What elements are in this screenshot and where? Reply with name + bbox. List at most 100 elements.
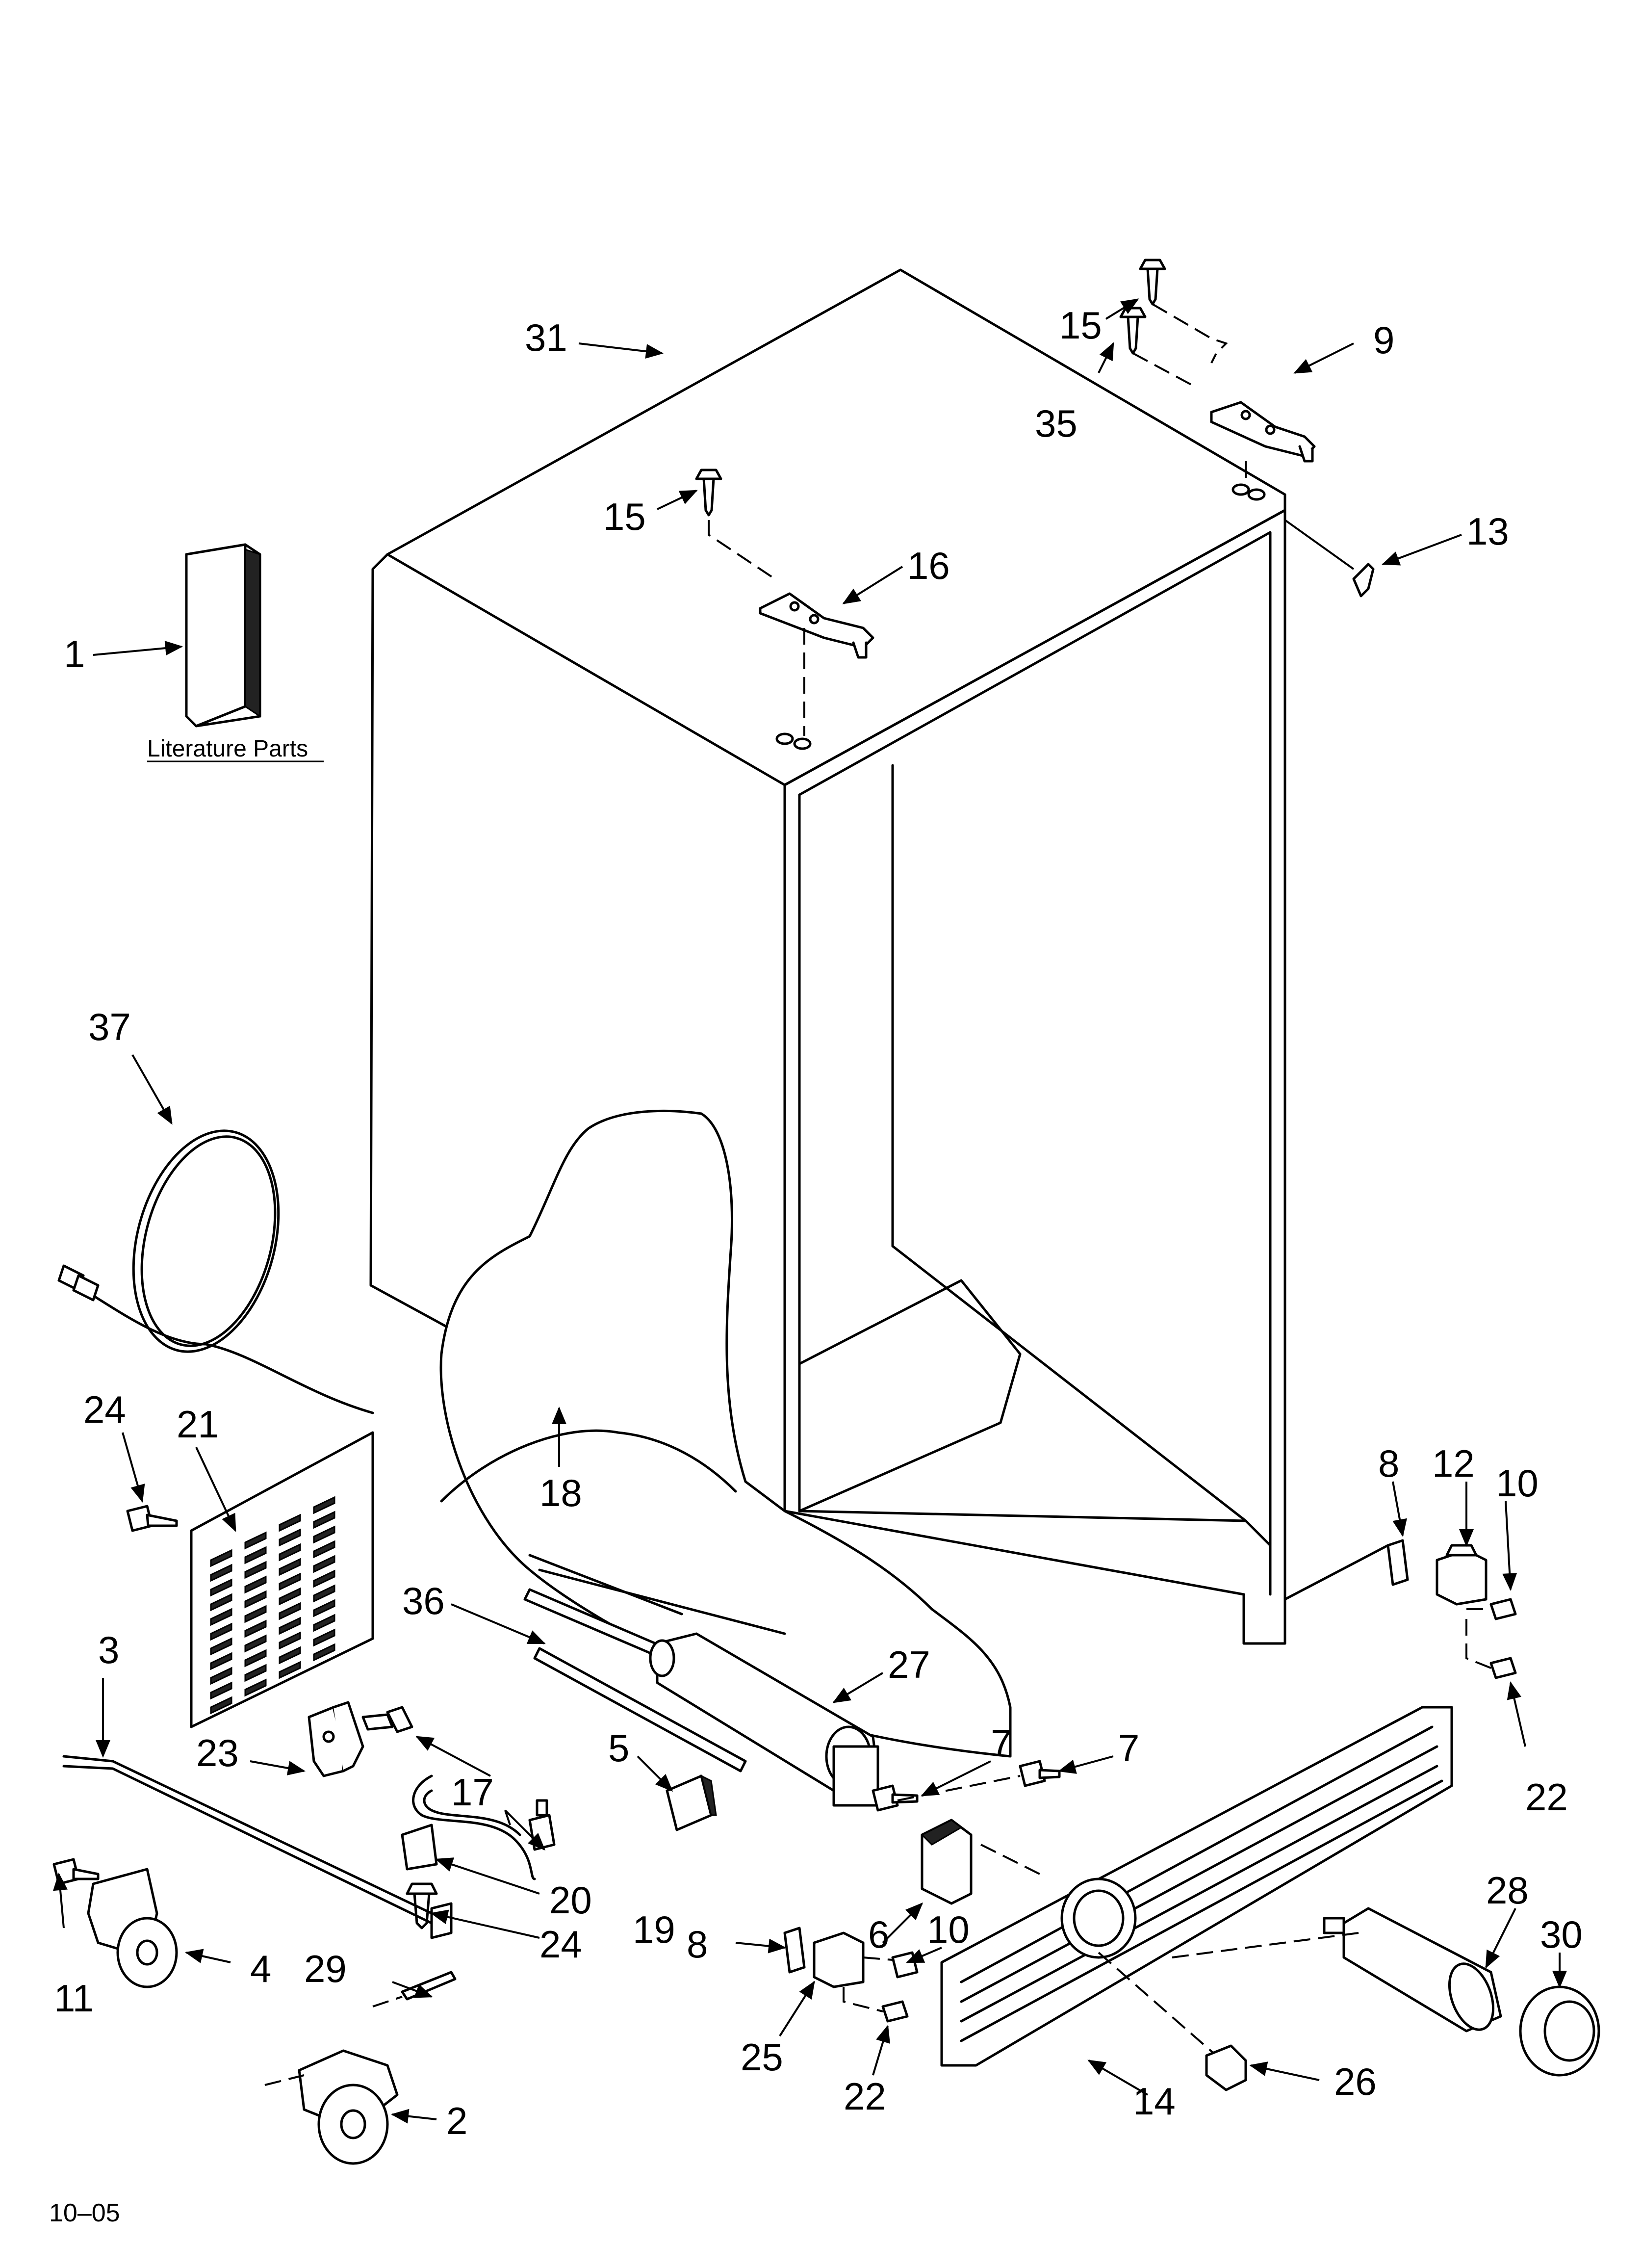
fill-tube-assembly: [649, 1632, 879, 1807]
callout-15-top: 15: [1059, 304, 1102, 347]
vent-slot: [210, 1696, 232, 1715]
front-roller: [264, 2049, 399, 2165]
callout-19: 19: [633, 1908, 675, 1951]
vent-slot: [210, 1622, 232, 1641]
vent-slot: [244, 1575, 267, 1594]
bracket-part: [921, 1819, 973, 1905]
vent-slot: [244, 1605, 267, 1623]
callout-15-center: 15: [603, 495, 646, 538]
callout-26: 26: [1334, 2060, 1377, 2103]
screw-bracket-left: [872, 1784, 919, 1812]
screw-clamp: [361, 1706, 413, 1733]
vent-slot: [313, 1643, 335, 1662]
vent-slot: [313, 1569, 335, 1588]
callout-24-top: 24: [83, 1388, 126, 1431]
callout-7-left: 7: [991, 1721, 1012, 1765]
callout-2: 2: [446, 2099, 467, 2142]
callout-3: 3: [98, 1628, 119, 1671]
clip-part: [1352, 563, 1375, 598]
vent-slot: [244, 1531, 267, 1550]
water-filter: [1323, 1907, 1502, 2033]
dash-line: [1172, 1932, 1359, 1958]
dash-line: [897, 1775, 1021, 1801]
vent-slot: [313, 1628, 335, 1647]
vent-slot: [313, 1555, 335, 1573]
toe-grille: [940, 1706, 1453, 2067]
vent-slot: [279, 1572, 301, 1591]
callout-8-left: 8: [687, 1923, 708, 1966]
vent-slot: [279, 1661, 301, 1679]
upper-hinge-right: [1210, 401, 1316, 463]
screw-top-right-a: [1139, 259, 1166, 306]
vent-slot: [244, 1634, 267, 1653]
leader-lines: [53, 298, 1567, 2124]
vent-slot: [279, 1616, 301, 1635]
vent-slot: [313, 1540, 335, 1559]
vent-slot: [313, 1496, 335, 1514]
vent-slot: [210, 1667, 232, 1685]
callout-6: 6: [868, 1913, 889, 1956]
callout-10-right: 10: [1496, 1461, 1539, 1505]
water-tube: [401, 1774, 556, 1880]
vent-slot: [210, 1608, 232, 1626]
lower-hinge-right: [1283, 1539, 1517, 1679]
callout-14: 14: [1133, 2080, 1176, 2123]
callout-5: 5: [608, 1726, 629, 1770]
callout-20: 20: [549, 1878, 592, 1922]
vent-slot: [313, 1614, 335, 1632]
vent-slot: [244, 1561, 267, 1579]
screw-roller: [52, 1858, 100, 1885]
filter-cap: [1519, 1985, 1600, 2077]
upper-hinge-center: [759, 592, 874, 659]
callout-16: 16: [907, 544, 950, 587]
callout-11: 11: [54, 1977, 94, 2020]
callout-labels: 1 2 3 4 5 6 7 7 8 8 9 10 10 11 12 13 14 …: [54, 304, 1583, 2142]
callout-7-right: 7: [1118, 1726, 1139, 1770]
vent-slot: [210, 1578, 232, 1597]
label-part: [666, 1774, 717, 1831]
vent-slot: [210, 1564, 232, 1582]
vent-slot: [244, 1649, 267, 1668]
vent-slot: [244, 1619, 267, 1638]
vent-slot: [313, 1584, 335, 1603]
literature-book: [185, 543, 261, 728]
callout-8-right: 8: [1378, 1442, 1399, 1485]
screw-bracket-right: [1019, 1760, 1061, 1787]
callout-12: 12: [1432, 1442, 1475, 1485]
dash-line: [708, 520, 776, 580]
callout-36: 36: [402, 1579, 445, 1622]
callout-30: 30: [1540, 1913, 1583, 1956]
leader-line: [1284, 519, 1355, 570]
callout-22-right: 22: [1525, 1775, 1568, 1819]
vent-slot: [313, 1525, 335, 1544]
callout-27: 27: [888, 1643, 930, 1686]
vent-slot: [279, 1528, 301, 1547]
vent-slot: [279, 1602, 301, 1620]
screw-top-center: [695, 469, 722, 517]
callout-22-left: 22: [844, 2075, 886, 2118]
dash-line: [980, 1844, 1040, 1875]
vent-slot: [279, 1558, 301, 1576]
callout-28: 28: [1486, 1869, 1529, 1912]
callout-23: 23: [196, 1731, 239, 1774]
vent-slot: [244, 1546, 267, 1564]
callout-1: 1: [64, 632, 85, 676]
screw-top-right-b: [1119, 307, 1147, 355]
vent-slot: [210, 1593, 232, 1612]
vent-slot: [210, 1652, 232, 1670]
callout-21: 21: [177, 1403, 219, 1446]
dash-line: [1098, 1952, 1217, 2057]
clamp-part: [308, 1701, 364, 1777]
vent-slot: [279, 1513, 301, 1532]
vent-slot: [279, 1631, 301, 1650]
rear-roller: [87, 1868, 178, 1988]
vent-slot: [279, 1587, 301, 1606]
callout-4: 4: [250, 1947, 271, 1990]
callout-9: 9: [1373, 318, 1394, 362]
dash-line: [1152, 303, 1228, 364]
callout-31: 31: [525, 316, 567, 359]
callout-10-left: 10: [927, 1908, 970, 1951]
cutaway-view: [439, 1109, 1012, 1758]
callout-17: 17: [451, 1771, 494, 1814]
